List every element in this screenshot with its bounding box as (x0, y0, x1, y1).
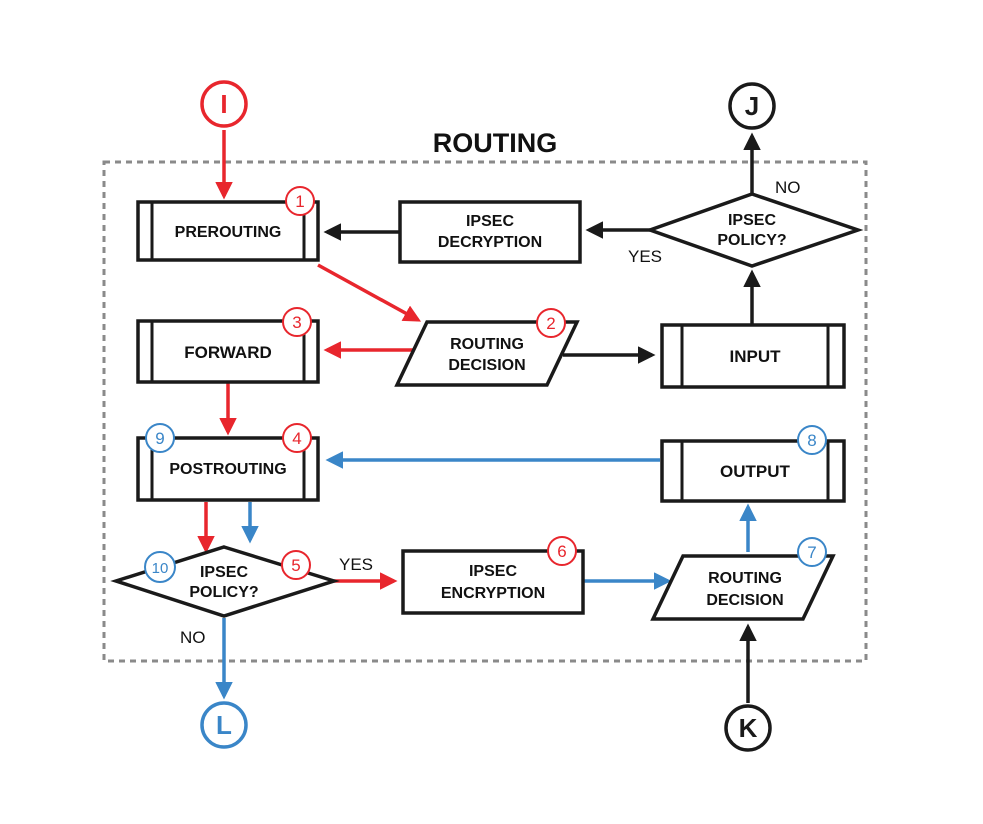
svg-text:4: 4 (292, 429, 301, 448)
ipsec-decryption-box: IPSEC DECRYPTION (398, 200, 582, 264)
connector-k: K (724, 704, 772, 752)
ipsec-decryption-line2: DECRYPTION (438, 234, 542, 251)
step-badge-1: 1 (285, 186, 315, 216)
svg-text:8: 8 (807, 431, 816, 450)
svg-text:10: 10 (152, 560, 169, 577)
forward-label: FORWARD (184, 343, 272, 362)
svg-text:7: 7 (807, 543, 816, 562)
input-box: INPUT (660, 323, 846, 389)
ipsec-policy-top-diamond: IPSEC POLICY? (644, 192, 864, 268)
svg-text:6: 6 (557, 542, 566, 561)
routing-decision-top-line1: ROUTING (450, 336, 524, 353)
step-badge-4: 4 (282, 423, 312, 453)
ipsec-policy-top-line1: IPSEC (728, 212, 776, 229)
edge-label-yes-top: YES (628, 247, 662, 266)
edge-label-no-bottom: NO (180, 628, 206, 647)
svg-text:1: 1 (295, 192, 304, 211)
step-badge-6: 6 (547, 536, 577, 566)
ipsec-decryption-line1: IPSEC (466, 213, 514, 230)
svg-text:3: 3 (292, 313, 301, 332)
prerouting-box: PREROUTING (136, 200, 320, 262)
ipsec-policy-top-line2: POLICY? (717, 232, 786, 249)
step-badge-3: 3 (282, 307, 312, 337)
step-badge-5: 5 (281, 550, 311, 580)
step-badge-10: 10 (144, 551, 176, 583)
svg-text:J: J (745, 91, 759, 121)
routing-decision-top-parallelogram: ROUTING DECISION (394, 320, 580, 387)
output-label: OUTPUT (720, 462, 791, 481)
routing-boundary (102, 160, 868, 663)
ipsec-policy-bottom-line1: IPSEC (200, 564, 248, 581)
svg-text:9: 9 (155, 429, 164, 448)
connector-i: I (200, 80, 248, 128)
routing-decision-bottom-line1: ROUTING (708, 570, 782, 587)
step-badge-7: 7 (797, 537, 827, 567)
arrow-prerouting-to-routing-decision (317, 263, 422, 322)
step-badge-2: 2 (536, 308, 566, 338)
svg-text:I: I (220, 89, 227, 119)
routing-decision-bottom-line2: DECISION (706, 592, 783, 609)
connector-j: J (728, 82, 776, 130)
prerouting-label: PREROUTING (175, 224, 282, 241)
ipsec-encryption-line1: IPSEC (469, 563, 517, 580)
edge-label-yes-bottom: YES (339, 555, 373, 574)
step-badge-9: 9 (145, 423, 175, 453)
step-badge-8: 8 (797, 425, 827, 455)
routing-decision-bottom-parallelogram: ROUTING DECISION (650, 554, 836, 621)
svg-text:5: 5 (291, 556, 300, 575)
svg-text:2: 2 (546, 314, 555, 333)
routing-decision-top-line2: DECISION (448, 357, 525, 374)
ipsec-policy-bottom-line2: POLICY? (189, 584, 258, 601)
diagram-title: ROUTING (433, 128, 558, 158)
ipsec-encryption-line2: ENCRYPTION (441, 585, 545, 602)
input-label: INPUT (730, 347, 782, 366)
connector-l: L (200, 701, 248, 749)
postrouting-label: POSTROUTING (169, 461, 286, 478)
svg-text:K: K (739, 713, 758, 743)
edge-label-no-top: NO (775, 178, 801, 197)
svg-text:L: L (216, 710, 232, 740)
